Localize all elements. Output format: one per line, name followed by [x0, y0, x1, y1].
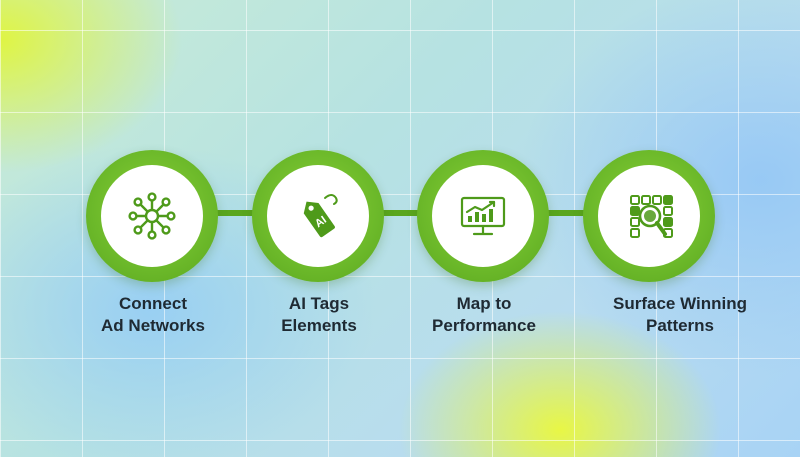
step-label-line2: Ad Networks	[101, 316, 205, 335]
step-label-2: AI Tags Elements	[258, 293, 380, 337]
step-label-line1: Surface Winning	[613, 294, 747, 313]
step-disc: AI	[267, 165, 369, 267]
step-label-line1: Map to	[456, 294, 512, 313]
network-hub-icon	[128, 192, 176, 240]
step-label-line2: Patterns	[645, 316, 715, 335]
connector-1-2	[210, 210, 260, 216]
step-ai-tags-elements: AI	[252, 150, 384, 282]
step-label-line1: AI Tags	[288, 294, 350, 313]
step-connect-ad-networks	[86, 150, 218, 282]
step-map-to-performance	[417, 150, 549, 282]
ai-tag-icon: AI	[303, 194, 338, 238]
step-disc	[598, 165, 700, 267]
step-label-3: Map to Performance	[418, 293, 550, 337]
connector-3-4	[541, 210, 591, 216]
monitor-chart-icon	[460, 196, 506, 236]
connector-2-3	[375, 210, 425, 216]
step-label-line2: Elements	[281, 316, 357, 335]
magnify-grid-icon	[630, 195, 673, 238]
step-label-1: Connect Ad Networks	[92, 293, 214, 337]
step-disc	[432, 165, 534, 267]
step-disc	[101, 165, 203, 267]
step-label-line1: Connect	[119, 294, 187, 313]
step-label-4: Surface Winning Patterns	[596, 293, 764, 337]
step-surface-winning-patterns	[583, 150, 715, 282]
step-label-line2: Performance	[432, 316, 536, 335]
